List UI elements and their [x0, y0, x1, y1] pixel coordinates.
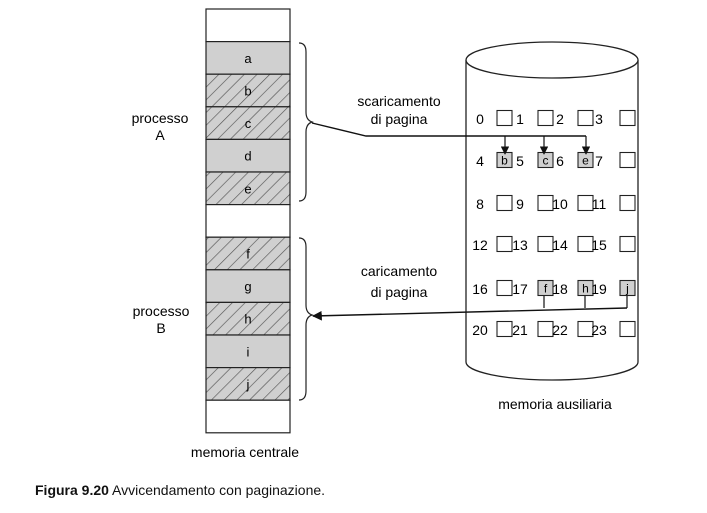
memory-frame-free-0 [205, 8, 291, 43]
frame-label: h [244, 312, 251, 327]
frame-label: e [244, 181, 251, 196]
aux-block-number: 8 [476, 196, 484, 212]
memory-frame-b: b [205, 73, 291, 108]
aux-block-22: 22 [552, 320, 594, 338]
aux-memory-label: memoria ausiliaria [498, 396, 612, 412]
frame-label: i [247, 344, 250, 359]
frame-label: f [246, 247, 250, 262]
figure-caption-text: Avvicendamento con paginazione. [108, 482, 326, 498]
aux-block-16: 16 [472, 279, 513, 297]
aux-block-10: 10 [552, 194, 594, 212]
aux-block-number: 17 [512, 281, 528, 297]
aux-block-number: 19 [591, 281, 607, 297]
memory-frame-free-6 [205, 204, 291, 238]
memory-frame-free-12 [205, 399, 291, 434]
aux-block-number: 11 [592, 196, 607, 212]
aux-block-number: 22 [552, 322, 568, 338]
aux-block-page: f [544, 282, 548, 296]
swap-out-arrow [311, 122, 591, 155]
swap-out-label-line2: di pagina [371, 111, 428, 127]
memory-frame-g: g [205, 269, 291, 303]
aux-block-number: 12 [472, 237, 488, 253]
aux-block-number: 20 [472, 322, 488, 338]
central-memory-label: memoria centrale [191, 444, 299, 460]
aux-block-3: 3 [595, 109, 636, 127]
aux-block-14: 14 [552, 235, 594, 253]
aux-block-number: 21 [512, 322, 528, 338]
process-a-brace [298, 42, 314, 202]
aux-block-18: 18 h [552, 279, 594, 297]
aux-block-20: 20 [472, 320, 513, 338]
aux-block-1: 1 [516, 109, 554, 127]
aux-block-page: h [582, 282, 589, 296]
aux-block-2: 2 [556, 109, 594, 127]
figure-number: Figura 9.20 [35, 482, 109, 498]
swap-in-label-line2: di pagina [371, 284, 428, 300]
process-a-label-line1: processo [132, 110, 189, 126]
memory-frame-e: e [205, 171, 291, 206]
process-b-brace [298, 237, 314, 401]
memory-frame-f: f [205, 236, 291, 271]
aux-block-page: c [543, 154, 549, 168]
frame-label: b [244, 84, 251, 99]
frame-label: j [246, 377, 250, 392]
aux-block-17: 17 f [512, 279, 554, 297]
swap-out-label-line1: scaricamento [357, 93, 440, 109]
process-b-label-line1: processo [133, 303, 190, 319]
frame-label: g [244, 279, 251, 294]
swap-in-label-line1: caricamento [361, 263, 437, 279]
aux-block-page: j [625, 282, 629, 296]
frame-label: a [244, 51, 252, 66]
frame-label: d [244, 149, 251, 164]
aux-block-23: 23 [591, 320, 636, 338]
aux-block-number: 5 [516, 153, 524, 169]
memory-frame-a: a [205, 40, 291, 75]
aux-block-number: 9 [516, 196, 524, 212]
memory-frame-h: h [205, 301, 291, 336]
aux-block-15: 15 [591, 235, 636, 253]
aux-block-page: e [582, 154, 589, 168]
aux-block-0: 0 [476, 109, 513, 127]
aux-block-number: 23 [591, 322, 607, 338]
aux-block-number: 0 [476, 111, 484, 127]
aux-block-number: 16 [472, 281, 488, 297]
memory-frame-d: d [205, 138, 291, 173]
aux-block-page: b [501, 154, 508, 168]
central-memory: a b c d e f g h i j [205, 8, 291, 434]
aux-block-number: 4 [476, 153, 484, 169]
aux-block-number: 14 [552, 237, 568, 253]
memory-frame-j: j [205, 367, 291, 401]
aux-block-number: 18 [552, 281, 568, 297]
memory-frame-c: c [205, 106, 291, 141]
aux-block-number: 15 [591, 237, 607, 253]
aux-block-number: 7 [595, 153, 603, 169]
aux-block-number: 1 [516, 111, 524, 127]
memory-frame-i: i [205, 334, 291, 369]
aux-block-number: 6 [556, 153, 564, 169]
aux-block-number: 3 [595, 111, 603, 127]
aux-block-13: 13 [512, 235, 554, 253]
aux-block-12: 12 [472, 235, 513, 253]
aux-memory-cylinder [465, 41, 639, 381]
process-a-label-line2: A [155, 127, 165, 143]
aux-block-21: 21 [512, 320, 554, 338]
aux-block-9: 9 [516, 194, 554, 212]
process-b-label-line2: B [156, 320, 165, 336]
aux-block-11: 11 [592, 194, 636, 212]
aux-block-7: 7 [595, 151, 636, 169]
figure-caption: Figura 9.20 Avvicendamento con paginazio… [35, 482, 325, 498]
aux-block-number: 2 [556, 111, 564, 127]
frame-label: c [245, 116, 252, 131]
aux-block-number: 10 [552, 196, 568, 212]
aux-block-8: 8 [476, 194, 513, 212]
swap-in-arrow [312, 296, 628, 321]
aux-block-19: 19 j [591, 279, 636, 297]
aux-block-number: 13 [512, 237, 528, 253]
